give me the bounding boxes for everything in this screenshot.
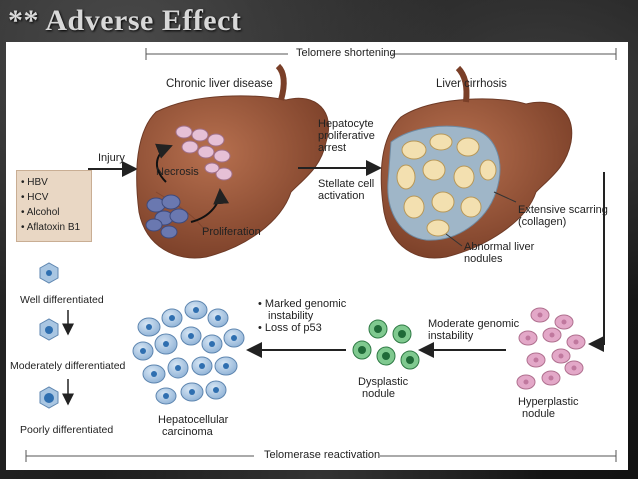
slide-title: ** Adverse Effect: [8, 4, 242, 37]
poorly-differentiated-label: Poorly differentiated: [20, 424, 114, 436]
stellate-label-2: activation: [318, 190, 365, 202]
risk-factor: • Aflatoxin B1: [21, 222, 81, 233]
moderate-label-1: Moderate genomic: [428, 318, 520, 330]
bottom-bar: [25, 449, 617, 463]
hcc-cluster: [132, 300, 245, 405]
top-bar-label: Telomere shortening: [296, 47, 396, 59]
bottom-bar-label: Telomerase reactivation: [264, 449, 381, 461]
necrosis-label: Necrosis: [156, 166, 199, 178]
moderate-label-2: instability: [428, 330, 474, 342]
injury-label: Injury: [98, 152, 125, 164]
abnormal-label-2: nodules: [464, 253, 503, 265]
dysplastic-label-2: nodule: [362, 388, 396, 400]
hyperplastic-nodule: [516, 307, 586, 390]
moderately-differentiated-label: Moderately differentiated: [10, 360, 126, 372]
proliferation-label: Proliferation: [202, 226, 261, 238]
marked-label-1: • Marked genomic: [258, 298, 347, 310]
dysplastic-nodule: [352, 319, 420, 370]
stellate-label-1: Stellate cell: [318, 178, 375, 190]
well-differentiated-label: Well differentiated: [20, 294, 104, 306]
scarring-label-1: Extensive scarring: [518, 204, 608, 216]
risk-factor: • HBV: [21, 177, 48, 188]
hcc-label-1: Hepatocellular: [158, 414, 229, 426]
top-bar: [145, 47, 617, 61]
hepatocyte-label-1: Hepatocyte: [318, 118, 374, 130]
cirrhotic-liver: [380, 65, 573, 259]
diagram-canvas: [25, 47, 617, 463]
progression-arrow-2: [588, 172, 605, 352]
risk-factor: • HCV: [21, 192, 49, 203]
hcc-label-2: carcinoma: [162, 426, 213, 438]
marked-label-2: instability: [268, 310, 314, 322]
cirrhosis-label: Liver cirrhosis: [436, 78, 507, 90]
hepatocyte-label-3: arrest: [318, 142, 347, 154]
loss-p53-label: • Loss of p53: [258, 322, 322, 334]
hyperplastic-label-2: nodule: [522, 408, 556, 420]
diagram-panel: Telomere shortening Telomerase reactivat…: [6, 42, 628, 470]
risk-factor: • Alcohol: [21, 207, 60, 218]
hyperplastic-label-1: Hyperplastic: [518, 396, 579, 408]
abnormal-label-1: Abnormal liver: [464, 241, 535, 253]
risk-factors-box: • HBV • HCV • Alcohol • Aflatoxin B1: [16, 170, 92, 242]
scarring-label-2: (collagen): [518, 216, 567, 228]
hepatocyte-label-2: proliferative: [318, 130, 375, 142]
dysplastic-label-1: Dysplastic: [358, 376, 409, 388]
chronic-liver-label: Chronic liver disease: [166, 78, 273, 90]
chronic-liver: [136, 63, 330, 259]
differentiation-column: [39, 262, 74, 409]
